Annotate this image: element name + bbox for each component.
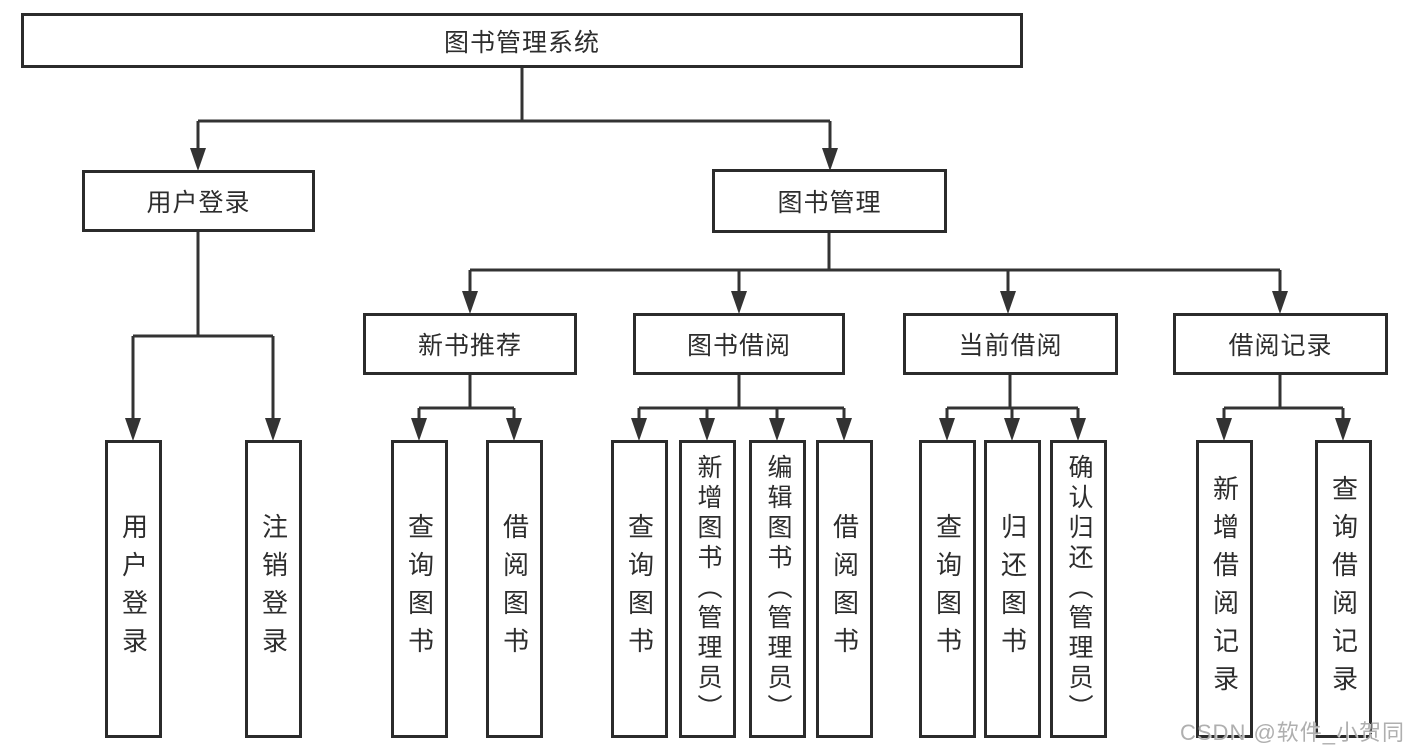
node-new-book-recommend: 新书推荐	[363, 313, 577, 375]
node-label: 用户登录	[146, 189, 251, 217]
node-label: 借阅图书	[499, 513, 530, 665]
leaf-query-books-1: 查询图书	[391, 440, 448, 738]
node-label: 注销登录	[258, 513, 289, 665]
node-label: 新书推荐	[417, 332, 522, 360]
leaf-edit-book-admin: 编辑图书（管理员）	[749, 440, 806, 738]
leaf-return-book: 归还图书	[984, 440, 1041, 738]
leaf-add-book-admin: 新增图书（管理员）	[679, 440, 736, 738]
node-label: 查询图书	[932, 513, 963, 665]
leaf-user-login: 用户登录	[105, 440, 162, 738]
node-label: 图书管理	[777, 189, 882, 217]
node-label: 图书借阅	[686, 332, 791, 360]
arrowhead-icons	[125, 148, 1351, 441]
node-label: 当前借阅	[958, 332, 1063, 360]
node-book-borrow: 图书借阅	[633, 313, 845, 375]
leaf-query-books-2: 查询图书	[611, 440, 668, 738]
leaf-logout: 注销登录	[245, 440, 302, 738]
leaf-query-books-3: 查询图书	[919, 440, 976, 738]
node-book-management: 图书管理	[712, 169, 947, 233]
node-library-system-root: 图书管理系统	[21, 13, 1023, 68]
node-label: 新增图书（管理员）	[694, 454, 722, 724]
node-user-login: 用户登录	[82, 170, 315, 232]
leaf-query-borrow-record: 查询借阅记录	[1315, 440, 1372, 738]
leaf-borrow-books-2: 借阅图书	[816, 440, 873, 738]
node-label: 确认归还（管理员）	[1065, 454, 1093, 724]
leaf-add-borrow-record: 新增借阅记录	[1196, 440, 1253, 738]
node-label: 图书管理系统	[443, 28, 600, 57]
csdn-watermark: CSDN @软件_小贺同学	[1180, 720, 1405, 745]
node-borrow-records: 借阅记录	[1173, 313, 1388, 375]
node-label: 查询图书	[404, 513, 435, 665]
node-label: 新增借阅记录	[1209, 475, 1240, 703]
node-label: 编辑图书（管理员）	[764, 454, 792, 724]
node-label: 查询图书	[624, 513, 655, 665]
node-label: 查询借阅记录	[1328, 475, 1359, 703]
node-label: 归还图书	[997, 513, 1028, 665]
leaf-confirm-return-admin: 确认归还（管理员）	[1050, 440, 1107, 738]
node-current-borrow: 当前借阅	[903, 313, 1118, 375]
node-label: 借阅图书	[829, 513, 860, 665]
leaf-borrow-books-1: 借阅图书	[486, 440, 543, 738]
node-label: 借阅记录	[1228, 332, 1333, 360]
node-label: 用户登录	[118, 513, 149, 665]
